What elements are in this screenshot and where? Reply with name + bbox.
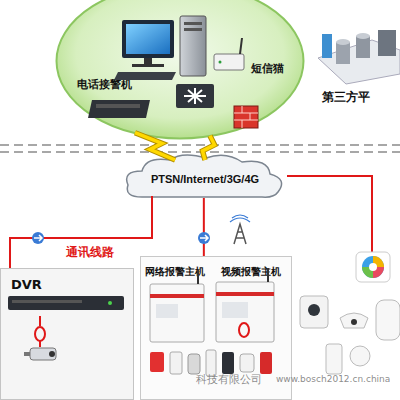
camera-devices (350, 346, 370, 366)
comm-line (10, 196, 152, 268)
camera-devices (351, 319, 357, 325)
link-icon (198, 232, 210, 244)
red-line (203, 198, 205, 256)
app-icon (362, 256, 384, 278)
dashed-divider (0, 151, 400, 153)
app-icon (373, 267, 384, 278)
camera-devices (300, 296, 400, 374)
link-icon (198, 232, 210, 244)
node-text: 第三方平 (322, 89, 370, 106)
app-icon (356, 252, 390, 282)
watermark: 科技有限公司 (196, 372, 262, 387)
server-platform-icon (356, 33, 370, 39)
server-platform-icon (336, 39, 350, 45)
comm-line (203, 198, 204, 256)
monitoring-center-ellipse: 电话接警机 短信猫 (55, 0, 305, 140)
right-red-wire (287, 176, 372, 252)
camera-devices (326, 344, 342, 374)
watermark: www.bosch2012.cn.china (276, 374, 390, 384)
app-icon (356, 252, 390, 282)
antenna-tower-icon (230, 215, 250, 244)
server-platform-icon (318, 30, 400, 84)
camera-devices (300, 296, 328, 328)
node-text: 电话接警机 (77, 77, 132, 92)
server-platform-icon (378, 30, 396, 56)
node-text: PTSN/Internet/3G/4G (122, 152, 288, 200)
server-platform-icon (318, 40, 400, 84)
dvr-panel: DVR (0, 268, 134, 400)
camera-devices (376, 300, 400, 340)
antenna-tower-icon (230, 215, 250, 222)
right-red-wire (287, 176, 372, 252)
ellipse-outline (57, 0, 304, 139)
dashed-divider (0, 144, 400, 146)
node-text: 视频报警主机 (221, 265, 281, 279)
network-cloud: PTSN/Internet/3G/4G (122, 152, 288, 200)
red-line (10, 196, 152, 268)
app-icon (369, 263, 377, 271)
app-icon (373, 256, 384, 267)
app-icon (362, 267, 373, 278)
link-icon (32, 232, 44, 244)
node-text: 短信猫 (251, 61, 284, 76)
camera-devices (340, 313, 368, 328)
node-text: 网络报警主机 (145, 265, 205, 279)
antenna-tower-icon (234, 224, 246, 244)
server-platform-icon (356, 36, 370, 58)
link-icon (32, 232, 44, 244)
server-platform-icon (336, 42, 350, 64)
third-party-platform: 第三方平 (318, 86, 400, 108)
server-platform-icon (322, 34, 332, 58)
dashed-divider (0, 145, 400, 152)
link-icon (34, 235, 42, 241)
camera-devices (308, 304, 320, 316)
node-text: DVR (11, 277, 42, 292)
link-icon (200, 235, 208, 241)
edge-label: 通讯线路 (66, 244, 114, 261)
